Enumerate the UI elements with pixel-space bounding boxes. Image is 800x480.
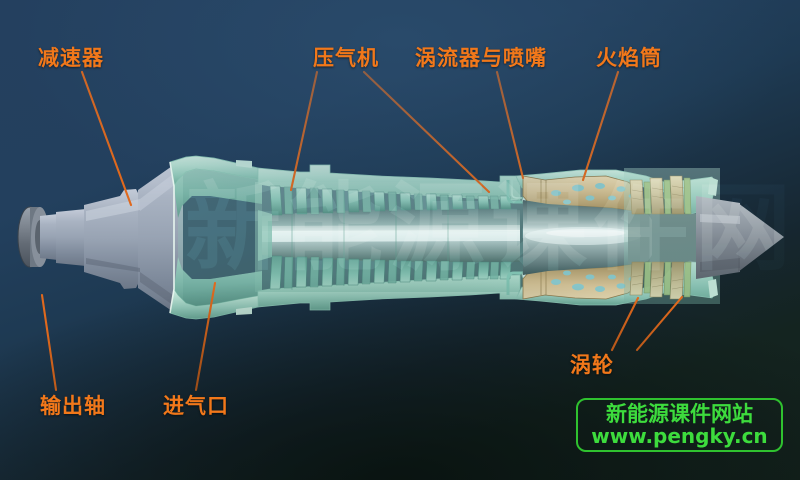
watermark-site-name: 新能源课件网站 xyxy=(606,402,753,426)
leader-intake xyxy=(194,281,217,392)
label-output-shaft: 输出轴 xyxy=(40,394,106,418)
intake-duct xyxy=(169,155,263,320)
watermark-site-url: www.pengky.cn xyxy=(591,424,768,448)
label-intake: 进气口 xyxy=(163,394,229,418)
axial-compressor xyxy=(255,164,545,311)
leader-output-shaft xyxy=(40,293,58,392)
gearbox-assembly xyxy=(17,163,183,313)
leader-swirler xyxy=(495,70,525,180)
label-reducer: 减速器 xyxy=(38,46,104,70)
site-watermark: 新能源课件网站 www.pengky.cn xyxy=(576,398,783,452)
label-flame-tube: 火焰筒 xyxy=(596,46,662,70)
leader-compressor-2 xyxy=(362,70,491,194)
turbine-section xyxy=(624,168,784,304)
leader-lines xyxy=(40,70,684,392)
leader-reducer xyxy=(80,70,133,207)
label-compressor: 压气机 xyxy=(313,46,379,70)
leader-flame-tube xyxy=(581,70,620,182)
label-swirler-and-nozzle: 涡流器与喷嘴 xyxy=(415,46,547,70)
leader-turbine-1 xyxy=(610,296,640,352)
leader-turbine-2 xyxy=(635,295,684,352)
leader-compressor-1 xyxy=(289,70,319,192)
label-turbine: 涡轮 xyxy=(570,353,614,377)
